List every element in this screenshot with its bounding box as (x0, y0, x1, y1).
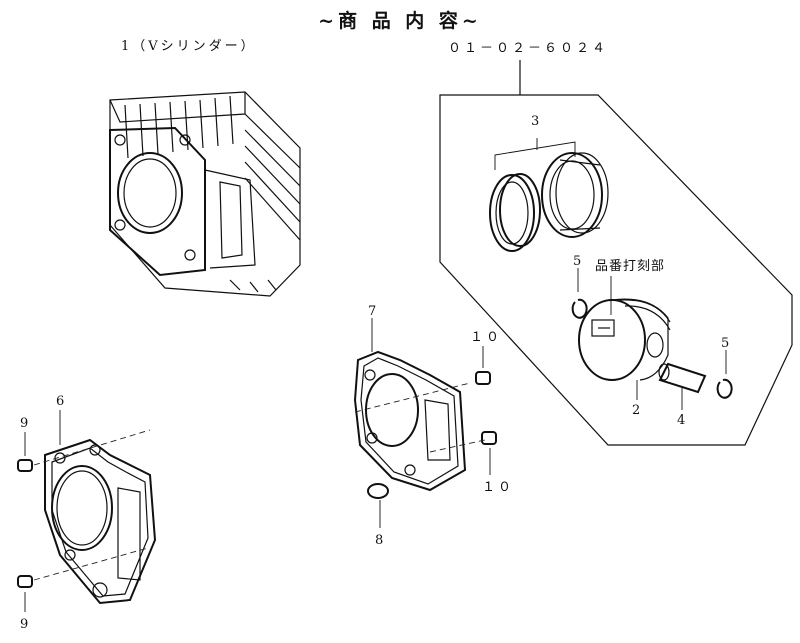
callout-10-top: １０ (470, 330, 503, 345)
base-dowels (17, 429, 151, 612)
callout-9-top: 9 (20, 416, 32, 431)
piston-rings (489, 138, 609, 252)
callout-8: 8 (375, 533, 387, 548)
head-dowels (429, 346, 497, 475)
cylinder-base-gasket (44, 410, 157, 605)
cylinder (109, 91, 301, 297)
page-title: ~商 品 内 容~ (318, 10, 482, 32)
o-ring (367, 483, 389, 528)
piston-pin-clips (571, 268, 733, 399)
piston-pin (658, 362, 707, 410)
callout-10-bottom: １０ (482, 480, 515, 495)
callout-7: 7 (368, 304, 380, 319)
cylinder-head-gasket (353, 318, 471, 492)
kit-outline (439, 60, 793, 446)
callout-2: 2 (632, 403, 644, 418)
callout-5-right: 5 (721, 336, 733, 351)
stamp-label: 品番打刻部 (595, 259, 666, 274)
piston (578, 276, 671, 400)
callout-5-left: 5 (573, 254, 585, 269)
part-number-label: ０１－０２－６０２４ (448, 41, 609, 56)
callout-6: 6 (56, 394, 68, 409)
callout-3: 3 (531, 114, 543, 129)
callout-1: 1（Vシリンダー） (121, 39, 257, 54)
callout-4: 4 (677, 413, 689, 428)
callout-9-bottom: 9 (20, 617, 32, 632)
